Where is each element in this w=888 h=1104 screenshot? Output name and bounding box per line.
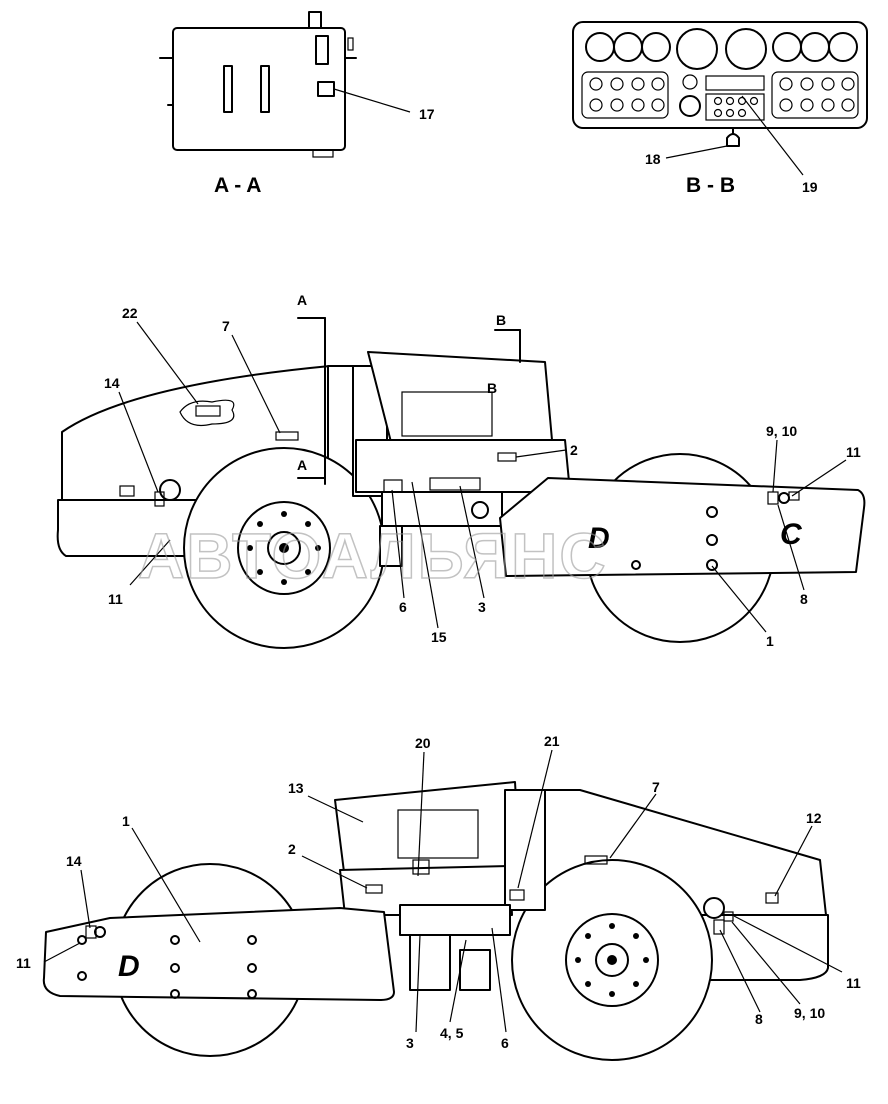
callout-12: 12 [806, 810, 822, 826]
callout-14-bottom: 14 [66, 853, 82, 869]
callout-8: 8 [800, 591, 808, 607]
section-b-title: B - B [686, 174, 735, 197]
callout-2-bottom: 2 [288, 841, 296, 857]
middle-leader-lines [118, 321, 847, 633]
section-b-drawing [572, 21, 868, 176]
callout-7: 7 [222, 318, 230, 334]
callout-17: 17 [419, 106, 435, 122]
callout-6-bottom: 6 [501, 1035, 509, 1051]
section-a-drawing [159, 11, 411, 158]
callout-21: 21 [544, 733, 560, 749]
callout-7-bottom: 7 [652, 779, 660, 795]
callout-22: 22 [122, 305, 138, 321]
callout-11-bottom-right: 11 [846, 975, 861, 991]
cut-label-a-bottom: A [297, 457, 307, 473]
callout-3-bottom: 3 [406, 1035, 414, 1051]
callout-11-left: 11 [108, 591, 123, 607]
frame-logo-c: C [780, 518, 803, 551]
callout-4-5: 4, 5 [440, 1025, 464, 1041]
section-a-title: A - A [214, 174, 261, 197]
callout-2: 2 [570, 442, 578, 458]
callout-3: 3 [478, 599, 486, 615]
callout-6: 6 [399, 599, 407, 615]
roller-side-view: D C [56, 317, 866, 649]
callout-9-10-bottom: 9, 10 [794, 1005, 825, 1021]
drum-logo-d: D [588, 522, 610, 555]
callout-15: 15 [431, 629, 447, 645]
roller-right-view: D [42, 781, 829, 1061]
callout-1: 1 [766, 633, 774, 649]
callout-8-bottom: 8 [755, 1011, 763, 1027]
watermark: АВТОАЛЬЯНС [138, 520, 608, 592]
callout-19: 19 [802, 179, 818, 195]
callout-13: 13 [288, 780, 304, 796]
callout-1-bottom: 1 [122, 813, 130, 829]
callout-11-bottom-left: 11 [16, 955, 31, 971]
callout-14: 14 [104, 375, 120, 391]
callout-11-right: 11 [846, 444, 861, 460]
bottom-logo-d: D [118, 950, 140, 983]
callout-18: 18 [645, 151, 661, 167]
bottom-leader-lines [43, 749, 843, 1033]
callout-20: 20 [415, 735, 431, 751]
cut-label-b-top: B [496, 312, 506, 328]
callout-9-10: 9, 10 [766, 423, 797, 439]
cut-label-b-bottom: B [487, 380, 497, 396]
cut-label-a-top: A [297, 292, 307, 308]
